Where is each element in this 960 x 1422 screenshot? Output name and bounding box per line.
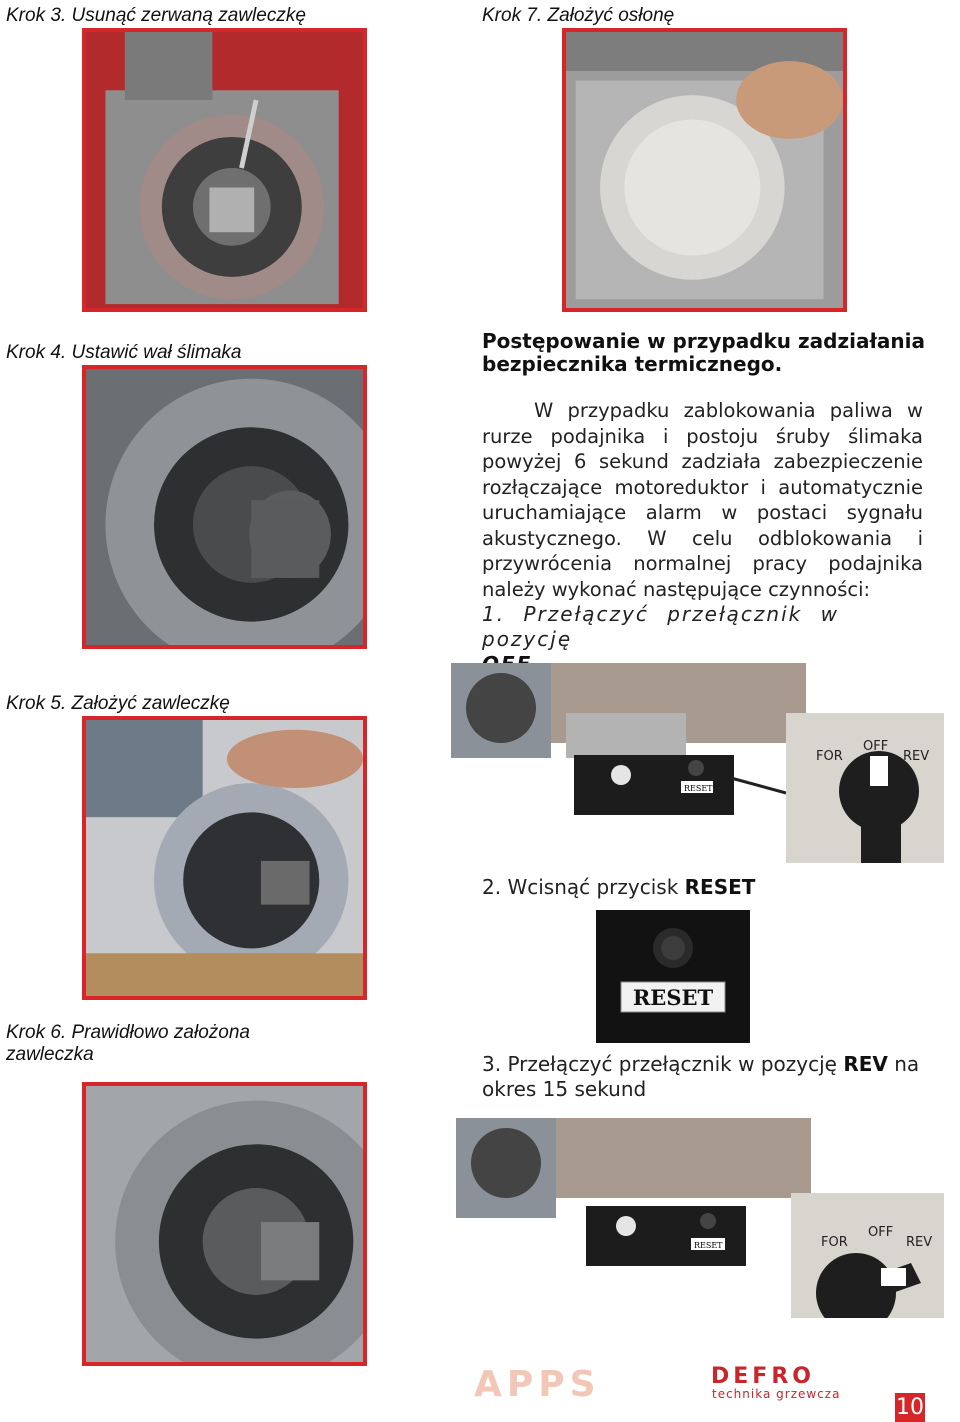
label-off-2: OFF — [868, 1225, 893, 1240]
procedure-heading: Postępowanie w przypadku zadziałania bez… — [482, 329, 925, 376]
label-reset-small-2: RESET — [694, 1241, 723, 1250]
label-off-1: OFF — [863, 739, 888, 754]
label-rev-2: REV — [906, 1235, 932, 1250]
defro-logo: DEFRO technika grzewcza — [711, 1364, 883, 1401]
procedure-paragraph: W przypadku zablokowania paliwa w rurze … — [482, 398, 923, 602]
step-3-photo — [82, 28, 367, 312]
item-1-text: 1. Przełączyć przełącznik w pozycję — [482, 602, 839, 651]
item-3-tail: na okres 15 sekund — [482, 1052, 920, 1101]
defro-logo-word: DEFRO — [711, 1364, 815, 1389]
defro-logo-tagline: technika grzewcza — [712, 1387, 841, 1401]
switch-panel-image-1: FOR OFF REV RESET — [451, 663, 944, 863]
step-7-photo — [562, 28, 847, 312]
step-5-photo — [82, 716, 367, 1000]
label-reset-small-1: RESET — [684, 784, 713, 793]
procedure-paragraph-text: W przypadku zablokowania paliwa w rurze … — [482, 399, 923, 601]
reset-label: RESET — [633, 985, 714, 1010]
step-item-1: 1. Przełączyć przełącznik w pozycję OFF — [482, 602, 923, 677]
item-3-text: 3. Przełączyć przełącznik w pozycję — [482, 1052, 837, 1076]
step-4-photo — [82, 365, 367, 649]
step-6-photo — [82, 1082, 367, 1366]
step-item-3: 3. Przełączyć przełącznik w pozycję REV … — [482, 1052, 930, 1102]
step-3-label: Krok 3. Usunąć zerwaną zawleczkę — [6, 5, 306, 26]
label-for-1: FOR — [816, 749, 843, 764]
step-6-label: Krok 6. Prawidłowo założona zawleczka — [6, 1022, 250, 1065]
item-2-bold: RESET — [684, 875, 756, 899]
step-5-label: Krok 5. Założyć zawleczkę — [6, 693, 230, 714]
item-2-text: 2. Wcisnąć przycisk — [482, 875, 679, 899]
apps-logo: APPS — [474, 1364, 601, 1405]
step-4-label: Krok 4. Ustawić wał ślimaka — [6, 342, 242, 363]
reset-button-image: RESET — [596, 910, 750, 1043]
label-rev-1: REV — [903, 749, 929, 764]
switch-panel-image-2: FOR OFF REV RESET — [456, 1118, 944, 1318]
step-item-2: 2. Wcisnąć przycisk RESET — [482, 875, 755, 900]
step-7-label: Krok 7. Założyć osłonę — [482, 5, 675, 26]
page-number: 10 — [895, 1393, 925, 1422]
label-for-2: FOR — [821, 1235, 848, 1250]
item-3-bold: REV — [843, 1052, 888, 1076]
